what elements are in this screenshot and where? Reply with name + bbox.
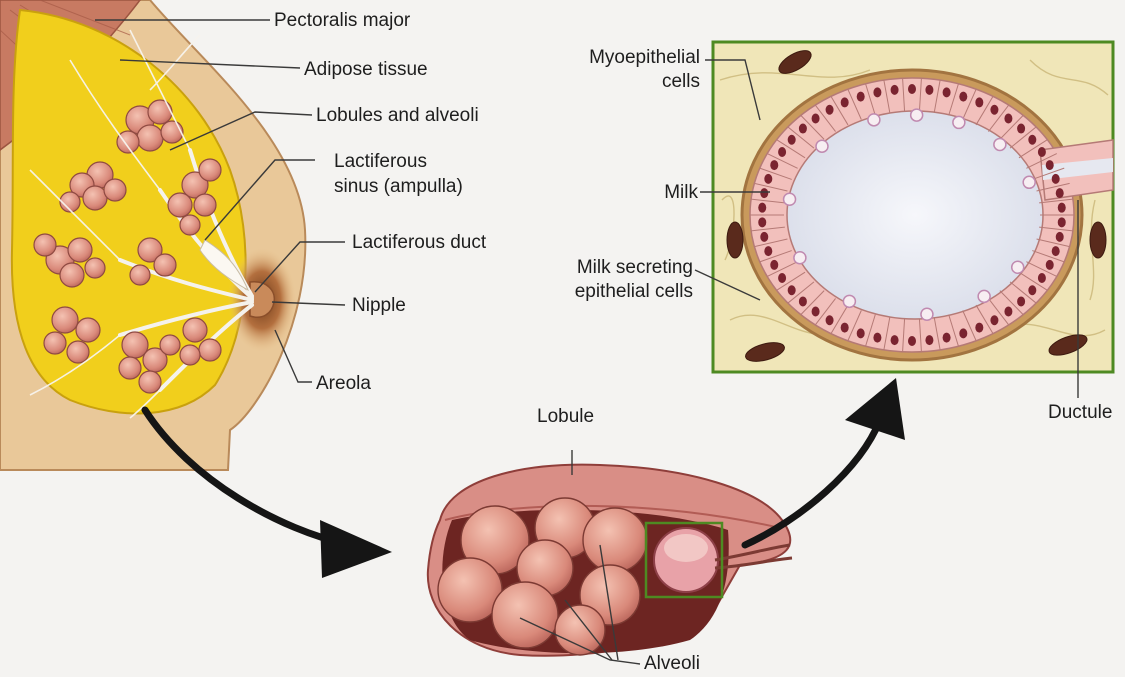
cell-nucleus bbox=[975, 323, 983, 333]
cell-nucleus bbox=[799, 124, 807, 134]
cell-nucleus bbox=[788, 285, 796, 295]
label-lactiferous-duct: Lactiferous duct bbox=[352, 231, 486, 254]
label-milk: Milk bbox=[600, 181, 698, 204]
cell-nucleus bbox=[812, 307, 820, 317]
label-ductule: Ductule bbox=[1048, 401, 1112, 424]
cell-nucleus bbox=[1038, 273, 1046, 283]
cell-nucleus bbox=[990, 315, 998, 325]
milk-droplet bbox=[794, 252, 806, 264]
cell-nucleus bbox=[1056, 188, 1064, 198]
cell-nucleus bbox=[758, 203, 766, 213]
label-lactiferous-sinus-2: sinus (ampulla) bbox=[334, 175, 463, 198]
cell-nucleus bbox=[908, 336, 916, 346]
milk-droplet bbox=[816, 140, 828, 152]
label-myoepithelial-2: cells bbox=[560, 70, 700, 93]
cell-nucleus bbox=[841, 323, 849, 333]
cell-nucleus bbox=[841, 97, 849, 107]
label-alveoli: Alveoli bbox=[644, 652, 700, 675]
cell-nucleus bbox=[812, 113, 820, 123]
cell-nucleus bbox=[778, 273, 786, 283]
milk-droplet bbox=[843, 295, 855, 307]
cell-nucleus bbox=[764, 246, 772, 256]
cell-nucleus bbox=[799, 296, 807, 306]
milk-droplet bbox=[784, 193, 796, 205]
cell-nucleus bbox=[1046, 260, 1054, 270]
cell-nucleus bbox=[1056, 232, 1064, 242]
label-areola: Areola bbox=[316, 372, 371, 395]
cell-nucleus bbox=[1004, 307, 1012, 317]
cell-nucleus bbox=[770, 160, 778, 170]
label-myoepithelial-1: Myoepithelial bbox=[560, 46, 700, 69]
milk-droplet bbox=[1012, 261, 1024, 273]
cell-nucleus bbox=[770, 260, 778, 270]
cell-nucleus bbox=[758, 217, 766, 227]
cell-nucleus bbox=[788, 135, 796, 145]
cell-nucleus bbox=[873, 87, 881, 97]
cell-nucleus bbox=[826, 105, 834, 115]
label-milk-secreting-1: Milk secreting bbox=[540, 256, 693, 279]
cell-nucleus bbox=[1004, 113, 1012, 123]
cell-nucleus bbox=[1028, 285, 1036, 295]
milk-droplet bbox=[994, 138, 1006, 150]
cell-nucleus bbox=[925, 335, 933, 345]
cell-nucleus bbox=[778, 147, 786, 157]
cell-nucleus bbox=[764, 174, 772, 184]
cell-nucleus bbox=[891, 335, 899, 345]
label-adipose-tissue: Adipose tissue bbox=[304, 58, 428, 81]
cell-nucleus bbox=[1058, 203, 1066, 213]
cell-nucleus bbox=[1052, 174, 1060, 184]
cell-nucleus bbox=[1028, 135, 1036, 145]
cell-nucleus bbox=[873, 333, 881, 343]
cell-nucleus bbox=[908, 84, 916, 94]
cell-nucleus bbox=[760, 188, 768, 198]
cell-nucleus bbox=[943, 333, 951, 343]
label-milk-secreting-2: epithelial cells bbox=[540, 280, 693, 303]
label-lobules-alveoli: Lobules and alveoli bbox=[316, 104, 479, 127]
cell-nucleus bbox=[943, 87, 951, 97]
cell-nucleus bbox=[1038, 147, 1046, 157]
cell-nucleus bbox=[959, 92, 967, 102]
milk-droplet bbox=[911, 109, 923, 121]
label-lobule: Lobule bbox=[537, 405, 594, 428]
cell-nucleus bbox=[1058, 217, 1066, 227]
breast-cross-section bbox=[0, 0, 305, 470]
cell-nucleus bbox=[826, 315, 834, 325]
cell-nucleus bbox=[1017, 124, 1025, 134]
cell-nucleus bbox=[891, 85, 899, 95]
label-lactiferous-sinus-1: Lactiferous bbox=[334, 150, 427, 173]
cell-nucleus bbox=[959, 328, 967, 338]
cell-nucleus bbox=[760, 232, 768, 242]
milk-droplet bbox=[1023, 176, 1035, 188]
milk-droplet bbox=[921, 308, 933, 320]
cell-nucleus bbox=[857, 328, 865, 338]
cell-nucleus bbox=[857, 92, 865, 102]
milk-droplet bbox=[978, 290, 990, 302]
alveolus-inset bbox=[713, 42, 1113, 372]
lobule-diagram bbox=[428, 465, 792, 656]
cell-nucleus bbox=[975, 97, 983, 107]
milk-droplet bbox=[868, 114, 880, 126]
label-pectoralis-major: Pectoralis major bbox=[274, 9, 410, 32]
cell-nucleus bbox=[1052, 246, 1060, 256]
cell-nucleus bbox=[1017, 296, 1025, 306]
cell-nucleus bbox=[925, 85, 933, 95]
cell-nucleus bbox=[1046, 160, 1054, 170]
label-nipple: Nipple bbox=[352, 294, 406, 317]
cell-nucleus bbox=[990, 105, 998, 115]
milk-droplet bbox=[953, 116, 965, 128]
